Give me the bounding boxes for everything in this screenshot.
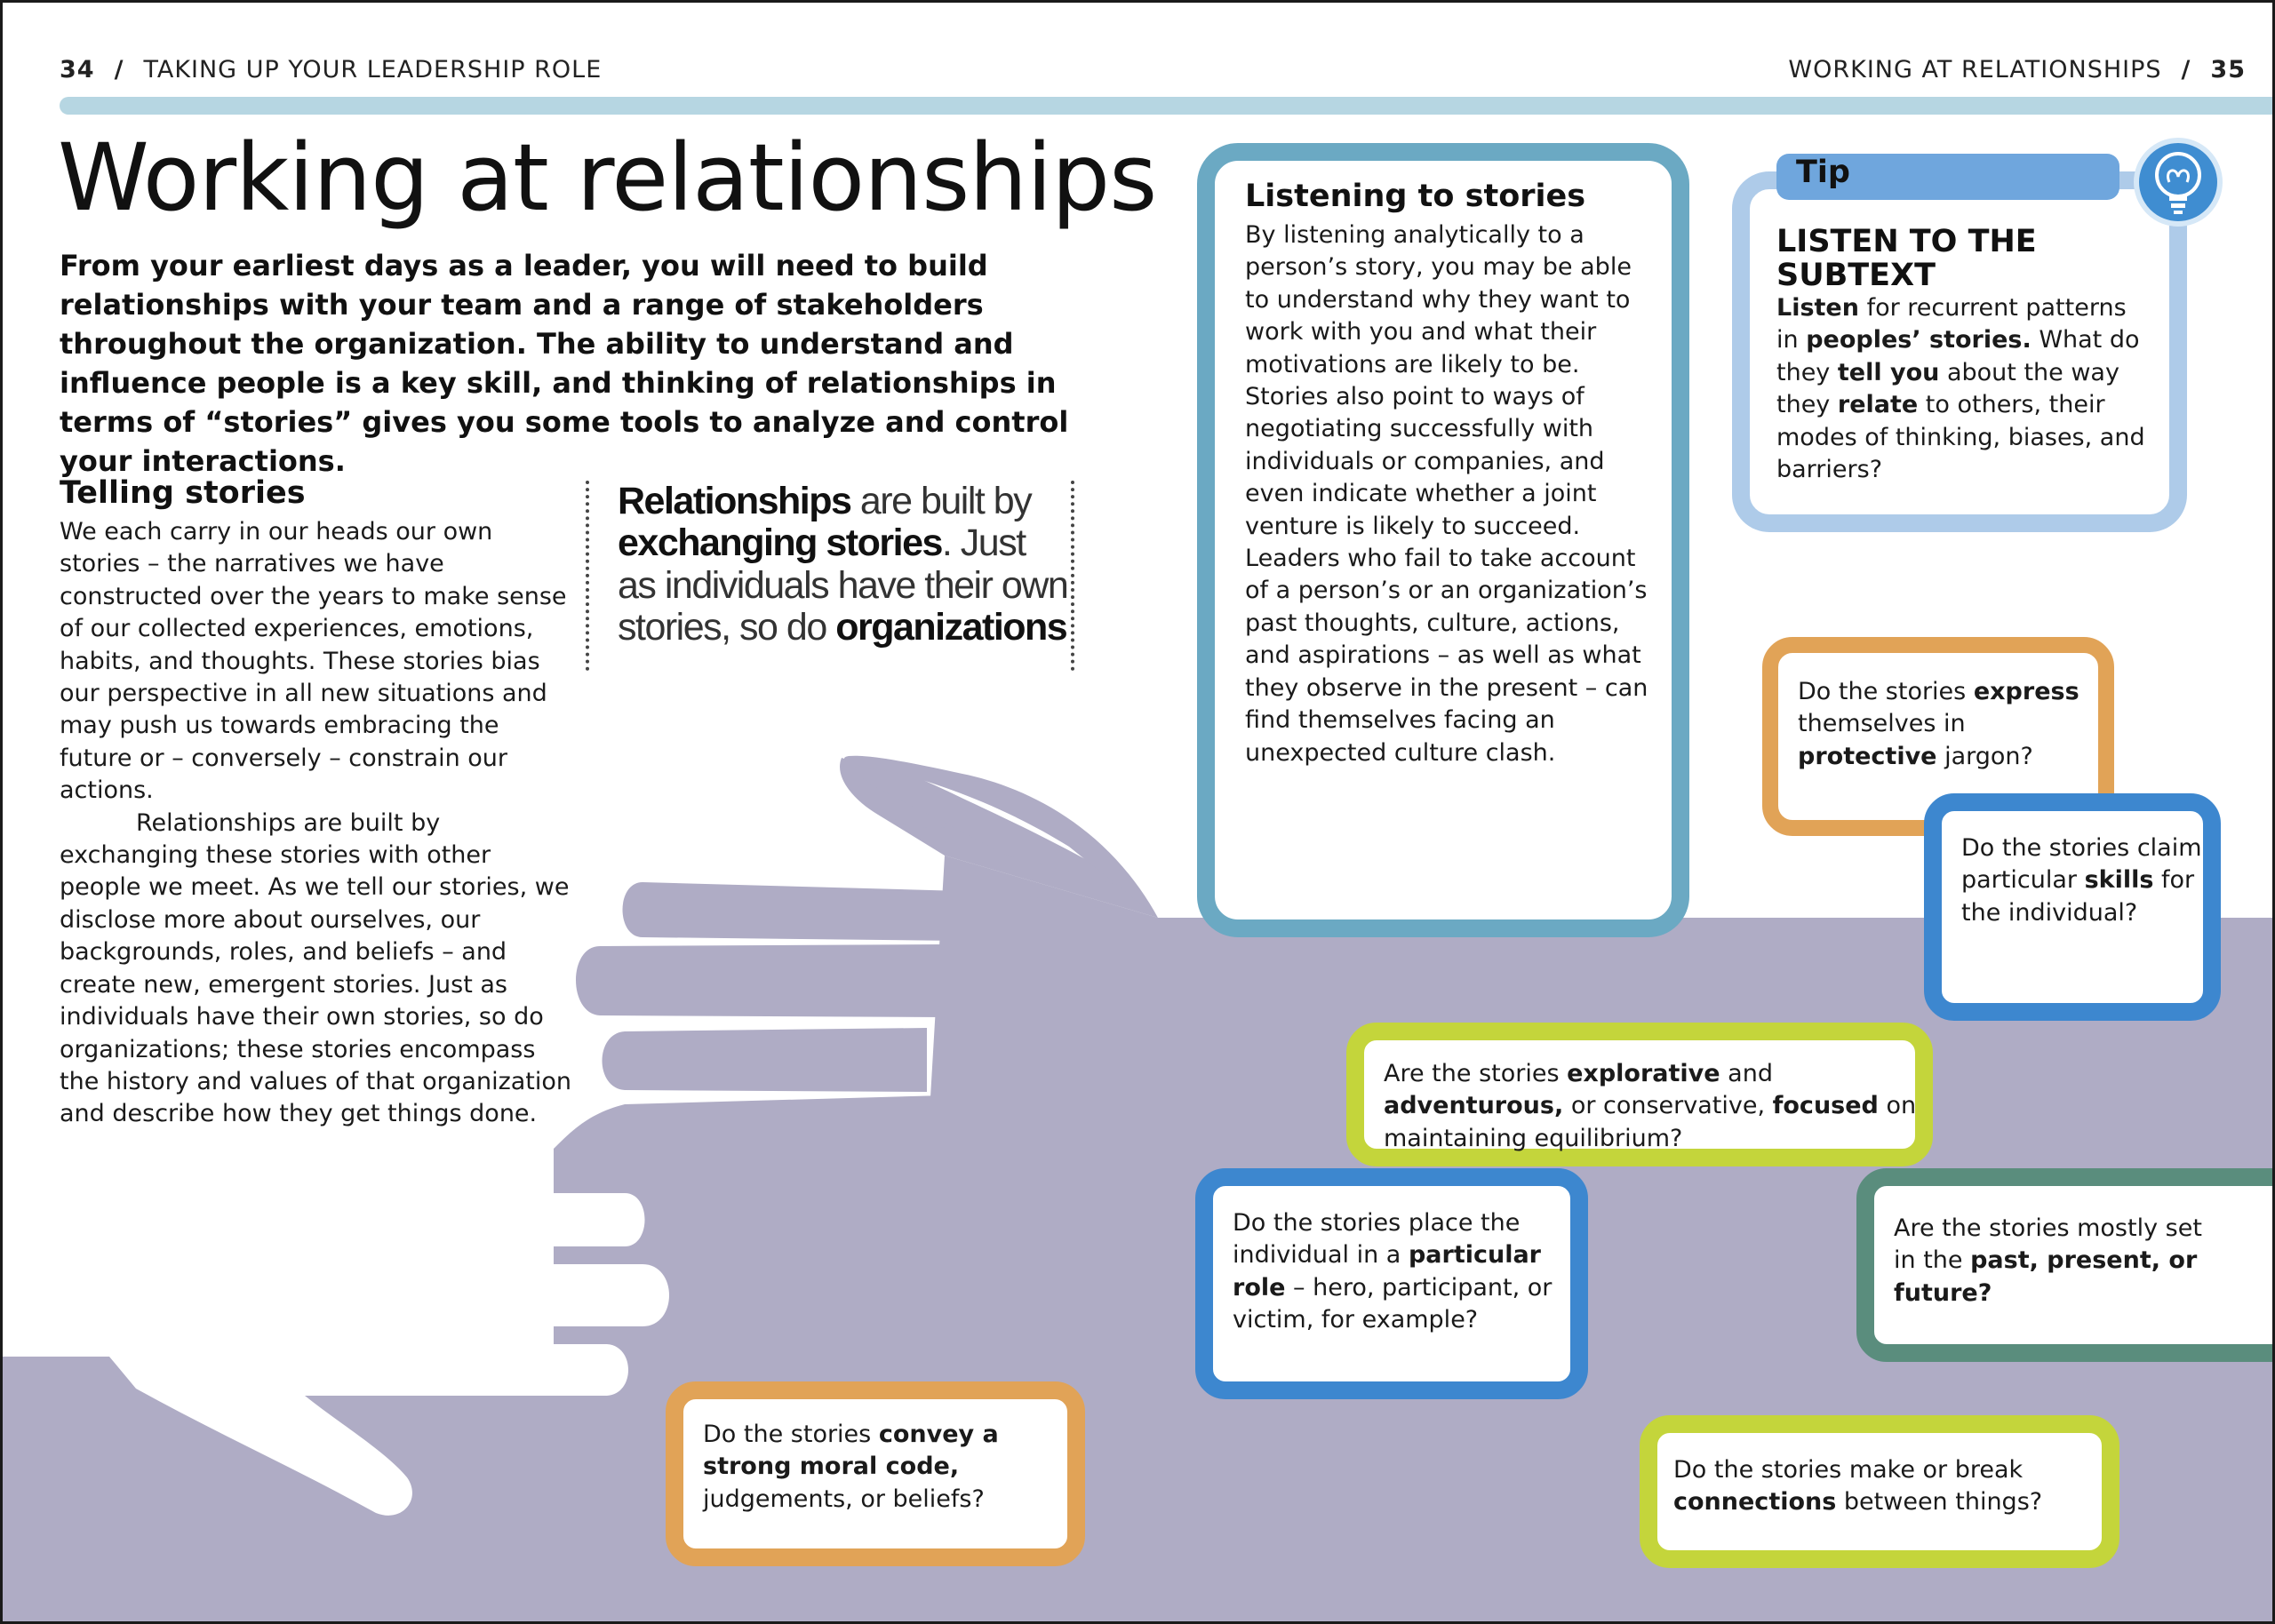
question-explorative: Are the stories explorative and adventur… bbox=[1384, 1058, 1917, 1155]
section-title-right: WORKING AT RELATIONSHIPS bbox=[1788, 56, 2162, 84]
question-text: Do the stories bbox=[1798, 678, 1974, 705]
question-emphasis: particular role bbox=[1233, 1241, 1541, 1302]
question-box-role bbox=[1195, 1168, 1588, 1399]
page-title: Working at relationships bbox=[58, 123, 1157, 232]
quote-emphasis: exchanging stories bbox=[618, 521, 943, 565]
question-skills: Do the stories claim particular skills f… bbox=[1961, 832, 2210, 929]
tip-body: Listen for recurrent patterns in peoples… bbox=[1776, 292, 2150, 486]
question-text: or conservative, bbox=[1563, 1092, 1773, 1120]
question-text: jargon? bbox=[1936, 742, 2033, 770]
tip-text: What do they bbox=[1776, 326, 2140, 386]
header-separator: / bbox=[2181, 56, 2191, 84]
page-number-right: 35 bbox=[2210, 56, 2246, 84]
question-emphasis: connections bbox=[1673, 1488, 1837, 1517]
telling-stories-heading: Telling stories bbox=[60, 475, 306, 511]
question-emphasis: skills bbox=[2084, 866, 2154, 895]
question-text: Are the stories bbox=[1384, 1060, 1568, 1087]
header-rule bbox=[60, 97, 2272, 115]
question-box-explorative bbox=[1346, 1023, 1933, 1166]
question-text: Do the stories claim particular bbox=[1961, 834, 2202, 895]
question-text: themselves in bbox=[1798, 710, 1966, 738]
running-header-right: WORKING AT RELATIONSHIPS / 35 bbox=[1788, 56, 2246, 84]
telling-stories-body: We each carry in our heads our own stori… bbox=[60, 516, 575, 1131]
telling-stories-paragraph: We each carry in our heads our own stori… bbox=[60, 518, 567, 805]
question-text: judgements, or beliefs? bbox=[703, 1485, 985, 1513]
quote-emphasis: Relationships bbox=[618, 480, 852, 522]
tip-text: for recurrent patterns in bbox=[1776, 294, 2127, 354]
listening-heading: Listening to stories bbox=[1245, 179, 1586, 214]
lightbulb-icon bbox=[2134, 138, 2223, 227]
pull-quote: Relationships are built by exchanging st… bbox=[586, 480, 1074, 671]
right-hand-top-thumb bbox=[844, 755, 1158, 918]
tip-label-bar bbox=[1776, 154, 2119, 200]
running-header-left: 34 / TAKING UP YOUR LEADERSHIP ROLE bbox=[60, 56, 602, 84]
question-text: for the individual? bbox=[1961, 866, 2195, 927]
question-emphasis: past, present, or future? bbox=[1894, 1246, 2198, 1307]
question-emphasis: focused bbox=[1772, 1092, 1879, 1120]
question-box-moral bbox=[666, 1381, 1085, 1566]
tip-text: to others, their modes of thinking, bias… bbox=[1776, 391, 2145, 484]
telling-stories-paragraph: Relationships are built by exchanging th… bbox=[60, 808, 572, 1128]
question-text: Do the stories bbox=[703, 1421, 879, 1448]
header-separator: / bbox=[114, 56, 124, 84]
question-text: – hero, participant, or victim, for exam… bbox=[1233, 1273, 1553, 1334]
section-title-left: TAKING UP YOUR LEADERSHIP ROLE bbox=[143, 56, 603, 84]
right-hand-thumb bbox=[855, 762, 1140, 891]
question-emphasis: explorative bbox=[1567, 1060, 1720, 1087]
question-express: Do the stories express themselves in pro… bbox=[1798, 676, 2100, 773]
intro-paragraph: From your earliest days as a leader, you… bbox=[60, 249, 1069, 478]
question-text: Do the stories make or break bbox=[1673, 1456, 2024, 1484]
lightbulb-icon-glyph bbox=[2155, 152, 2201, 214]
question-emphasis: adventurous, bbox=[1384, 1092, 1564, 1120]
tip-emphasis: peoples’ stories. bbox=[1806, 326, 2032, 354]
tip-text: about the way they bbox=[1776, 358, 2119, 419]
question-text: between things? bbox=[1836, 1488, 2043, 1517]
question-text: Do the stories place the individual in a bbox=[1233, 1209, 1521, 1270]
quote-text: . Just as individuals have their own sto… bbox=[618, 521, 1069, 649]
question-box-time bbox=[1856, 1168, 2272, 1362]
question-moral: Do the stories convey a strong moral cod… bbox=[703, 1419, 1076, 1516]
tip-label: Tip bbox=[1796, 155, 1850, 190]
question-emphasis: protective bbox=[1798, 742, 1937, 770]
quote-text: are built by bbox=[850, 480, 1033, 522]
page-number-left: 34 bbox=[60, 56, 95, 84]
question-connections: Do the stories make or break connections… bbox=[1673, 1454, 2100, 1519]
tip-emphasis: relate bbox=[1837, 391, 1919, 419]
quote-emphasis: organizations bbox=[835, 605, 1068, 649]
left-hand bbox=[3, 1144, 669, 1516]
tip-emphasis: tell you bbox=[1837, 358, 1940, 386]
question-box-skills bbox=[1924, 793, 2221, 1021]
question-box-connections bbox=[1640, 1415, 2119, 1568]
listening-box bbox=[1197, 143, 1689, 937]
tip-box bbox=[1732, 171, 2187, 532]
question-text: on maintaining equilibrium? bbox=[1384, 1092, 1917, 1152]
question-text: and bbox=[1720, 1060, 1773, 1087]
question-emphasis: express bbox=[1973, 678, 2079, 705]
question-emphasis: convey a strong moral code, bbox=[703, 1421, 999, 1481]
question-time: Are the stories mostly set in the past, … bbox=[1894, 1213, 2231, 1310]
listening-body: By listening analytically to a person’s … bbox=[1245, 221, 1648, 767]
question-text: Are the stories mostly set in the bbox=[1894, 1214, 2202, 1275]
tip-heading: LISTEN TO THE SUBTEXT bbox=[1776, 224, 2037, 293]
question-role: Do the stories place the individual in a… bbox=[1233, 1207, 1570, 1337]
tip-emphasis: Listen bbox=[1776, 294, 1859, 322]
